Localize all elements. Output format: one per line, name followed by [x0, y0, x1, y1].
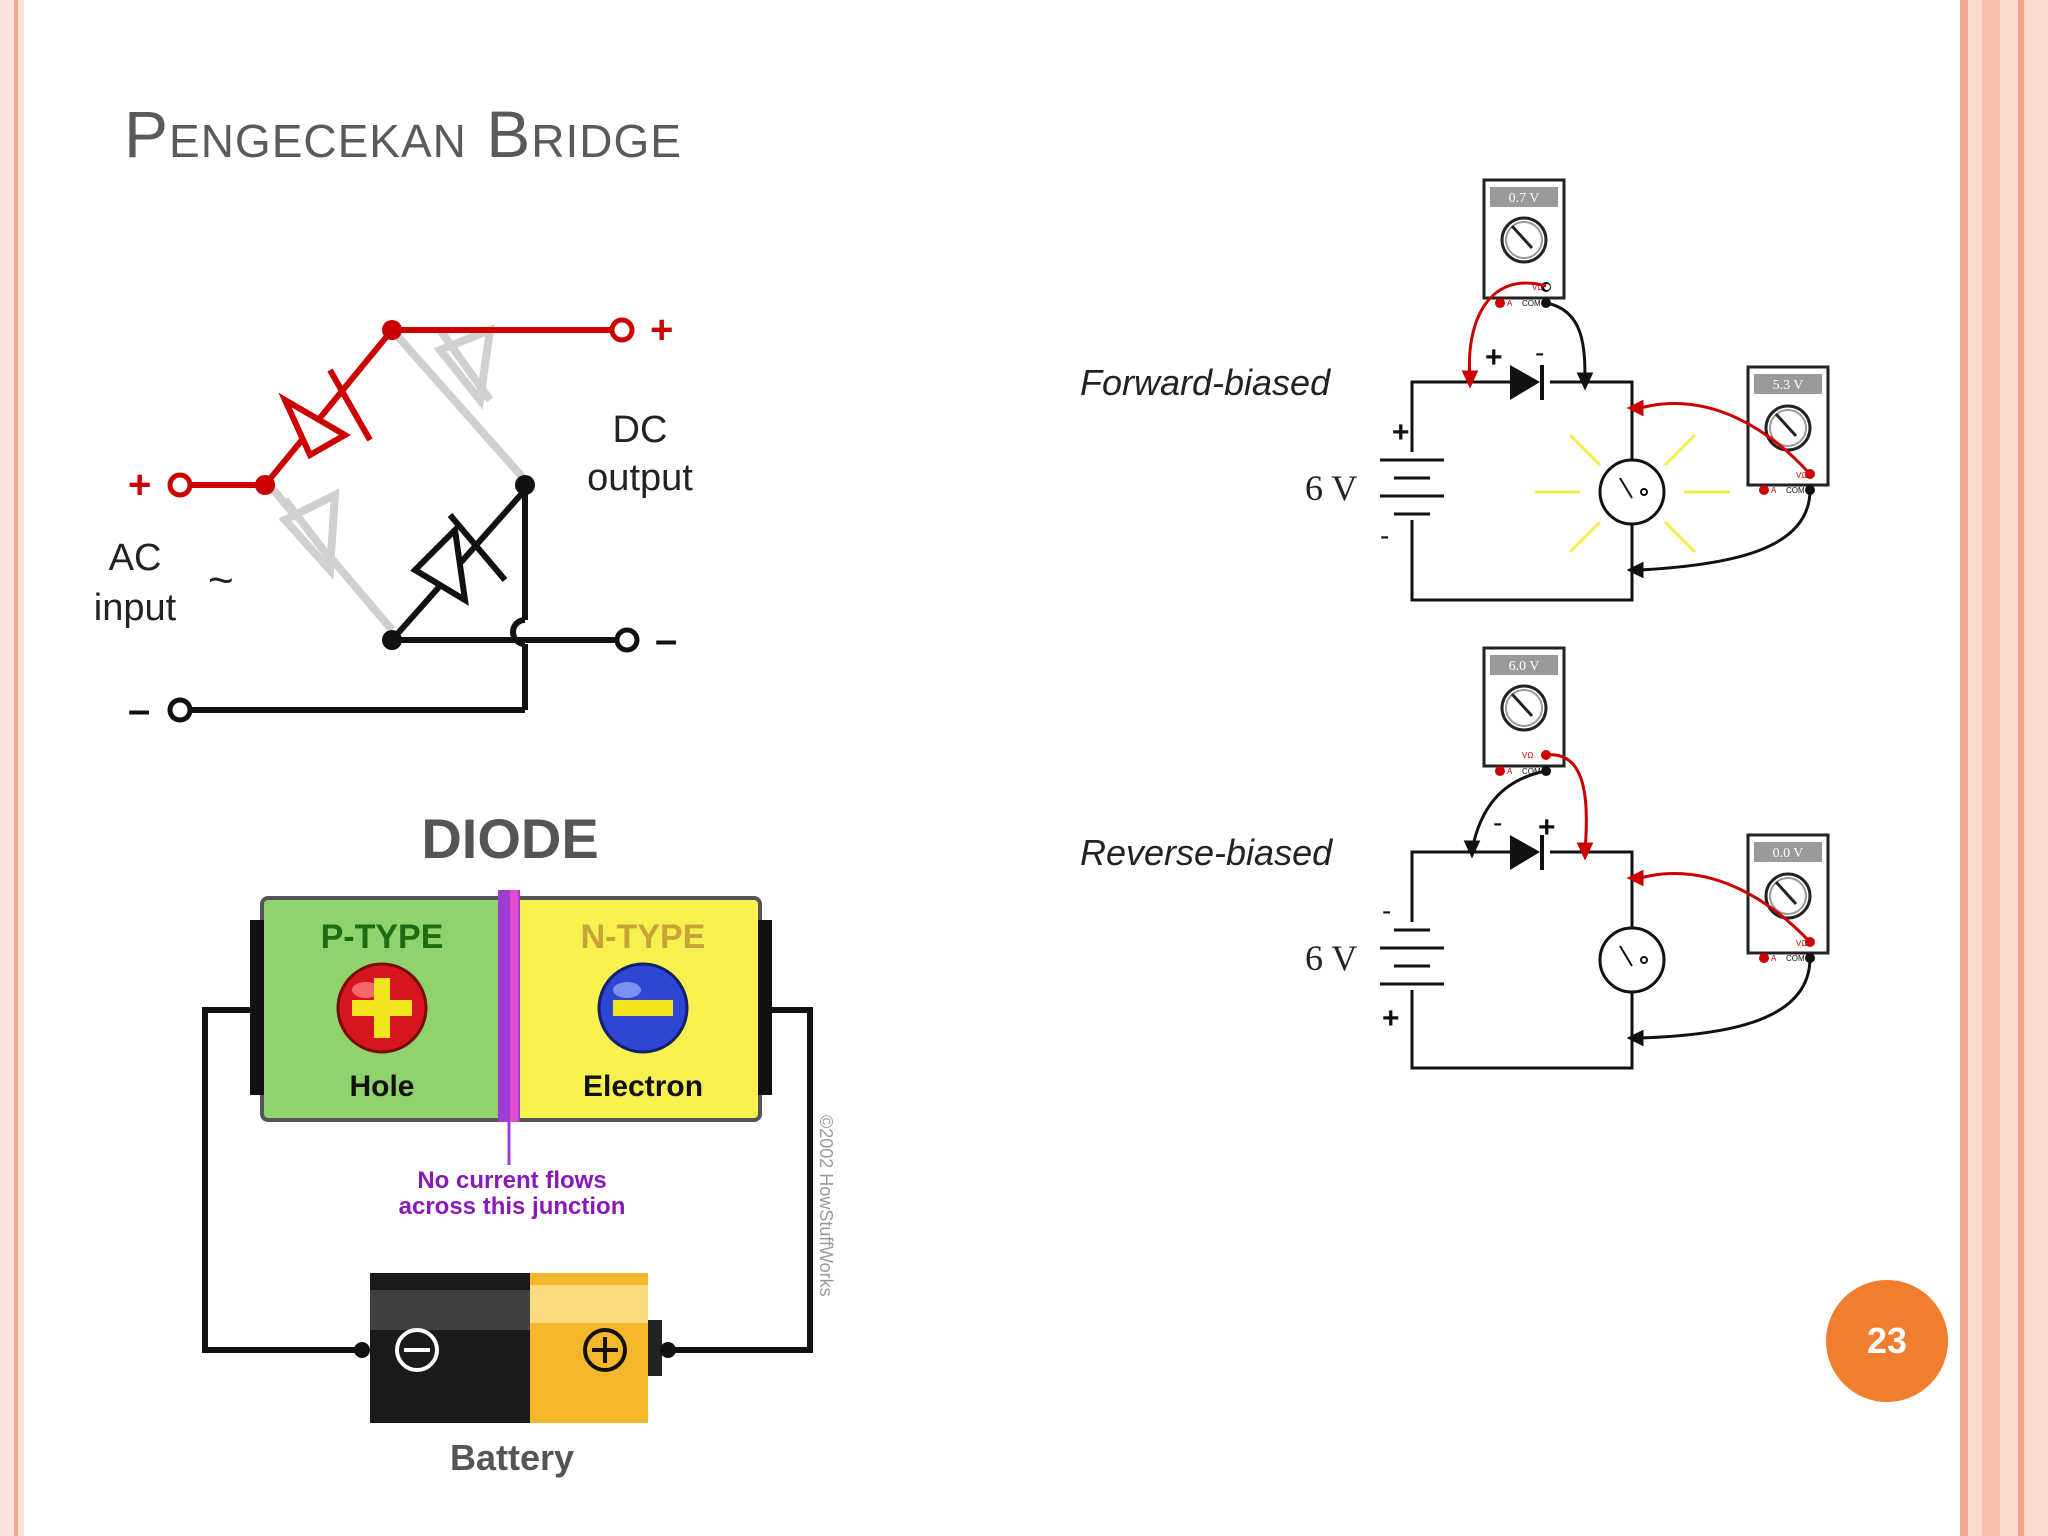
n-type-label: N-TYPE [581, 918, 706, 956]
right-meter-com-label: COM [1786, 486, 1805, 495]
diode-minus-label: - [1535, 337, 1544, 368]
battery-plus-label: + [1392, 416, 1410, 449]
battery-label: Battery [450, 1437, 574, 1478]
right-meter-a-label: A [1771, 954, 1777, 963]
forward-biased-circuit: Forward-biased + - 6 V + - [1080, 178, 1830, 602]
inactive-diodes [261, 323, 528, 633]
minus-output-label: – [655, 618, 677, 662]
electron-label: Electron [583, 1070, 703, 1103]
left-wire [202, 1007, 360, 1353]
lamp-symbol [1598, 926, 1666, 994]
junction-note-line-1: No current flows [417, 1167, 606, 1194]
right-decorative-border [1960, 0, 2048, 1536]
top-meter-com-label: COM [1522, 299, 1541, 308]
right-meter-com-label: COM [1786, 954, 1805, 963]
forward-biased-label: Forward-biased [1080, 362, 1331, 403]
left-terminal [250, 920, 264, 1095]
page-number-badge: 23 [1826, 1280, 1948, 1402]
reverse-biased-label: Reverse-biased [1080, 832, 1333, 873]
reverse-biased-circuit: Reverse-biased - + 6 V - + 6.0 V VΩ A CO… [1080, 646, 1830, 1070]
tilde-symbol: ~ [208, 556, 234, 605]
right-meter-a-label: A [1771, 486, 1777, 495]
top-meter-reading: 0.7 V [1509, 191, 1540, 206]
battery-plus-label: + [1382, 1002, 1400, 1035]
top-meter-vohm-label: VΩ [1532, 283, 1543, 292]
diode-minus-label: - [1493, 807, 1502, 838]
diode-title: DIODE [421, 807, 598, 870]
dc-output-label-1: DC [613, 409, 668, 451]
slide-title: Pengecekan Bridge [124, 97, 682, 171]
right-multimeter [1746, 833, 1830, 963]
battery-minus-label: - [1382, 895, 1391, 926]
top-multimeter [1482, 178, 1566, 308]
right-wire [660, 1007, 813, 1353]
top-meter-a-label: A [1507, 767, 1513, 776]
diode-plus-label: + [1538, 811, 1556, 844]
top-meter-com-label: COM [1522, 767, 1541, 776]
positive-path [167, 317, 635, 498]
minus-input-label: – [128, 688, 150, 732]
junction-note-line-2: across this junction [399, 1193, 626, 1220]
p-type-label: P-TYPE [321, 918, 444, 956]
voltage-label: 6 V [1305, 938, 1357, 978]
top-meter-a-label: A [1507, 299, 1513, 308]
lamp-glow [1535, 433, 1730, 554]
top-multimeter [1482, 646, 1566, 776]
right-meter-vohm-label: VΩ [1796, 471, 1807, 480]
diode-plus-label: + [1485, 341, 1503, 374]
test-leads [1461, 281, 1812, 579]
bridge-rectifier-diagram: + – + – DC output AC input ~ [94, 308, 693, 732]
diode-symbol [1510, 835, 1544, 870]
right-meter-vohm-label: VΩ [1796, 939, 1807, 948]
copyright-text: ©2002 HowStuffWorks [816, 1115, 836, 1297]
electron-icon [597, 962, 689, 1054]
plus-output-label: + [650, 308, 673, 352]
hole-icon [336, 962, 428, 1054]
junction-highlight [510, 890, 518, 1122]
battery [354, 1273, 676, 1423]
ac-input-label-1: AC [109, 537, 162, 579]
diode-illustration: DIODE P-TYPE N-TYPE Hole Electron No cur… [202, 807, 836, 1478]
ac-input-label-2: input [94, 587, 177, 629]
top-meter-reading: 6.0 V [1509, 659, 1540, 674]
lamp-symbol [1598, 458, 1666, 526]
dc-output-label-2: output [587, 457, 693, 499]
test-leads [1463, 753, 1812, 1047]
hole-label: Hole [349, 1070, 414, 1103]
battery-symbol [1380, 928, 1444, 986]
voltage-label: 6 V [1305, 468, 1357, 508]
plus-input-label: + [128, 463, 151, 507]
right-terminal [758, 920, 772, 1095]
left-decorative-border [0, 0, 24, 1536]
diode-symbol [1510, 365, 1544, 400]
top-meter-vohm-label: VΩ [1522, 751, 1533, 760]
battery-minus-label: - [1380, 520, 1389, 551]
battery-symbol [1380, 458, 1444, 516]
right-meter-reading: 5.3 V [1773, 378, 1804, 393]
negative-path [167, 475, 640, 723]
right-meter-reading: 0.0 V [1773, 846, 1804, 861]
